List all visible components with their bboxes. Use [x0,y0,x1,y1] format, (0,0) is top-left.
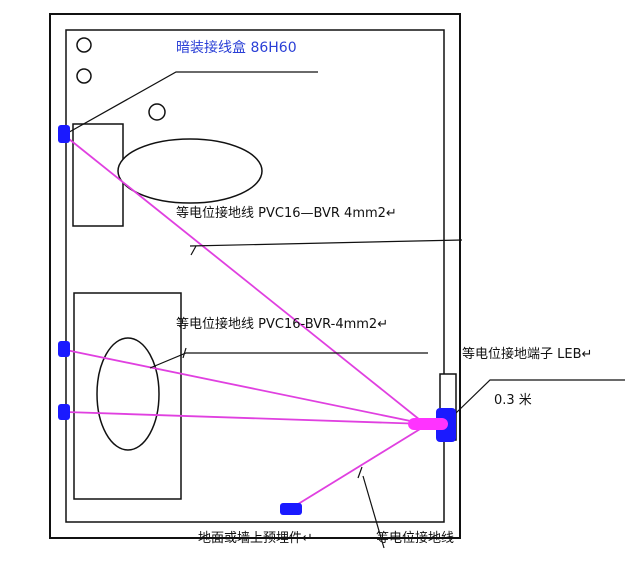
wire-tick-3 [357,466,363,479]
wire-tick-1 [190,245,197,256]
wall-fixture-circle-3 [148,103,166,121]
bathtub-basin [117,138,263,204]
toilet-bowl [96,337,160,451]
wire-floor-embedded [289,425,426,510]
label-embedded-part: 地面或墙上预埋件↵ [198,531,313,546]
embedded-part [280,503,302,515]
room-inner-wall [65,29,445,523]
leader-ground-wire-3 [362,475,385,549]
label-height: 0.3 米 [494,393,532,408]
wire-tick-2 [182,347,187,359]
label-ground-wire-1: 等电位接地线 PVC16—BVR 4mm2↵ [176,205,397,221]
label-ground-wire-2: 等电位接地线 PVC16-BVR-4mm2↵ [176,316,388,332]
label-ground-wire-3: 等电位接地线 [376,530,454,546]
room-outer-wall [49,13,461,539]
leader-ground-wire-2 [149,352,428,369]
leb-terminal-bar [408,418,448,430]
label-junction-box: 暗装接线盒 86H60 [176,39,297,56]
leader-lines [63,71,625,549]
label-terminal: 等电位接地端子 LEB↵ [462,346,592,362]
junction-box-bathtub [58,125,70,143]
wall-fixture-circle-1 [76,37,92,53]
wire-basin-upper [65,349,426,425]
leader-junction-box [63,71,318,136]
leader-ground-wire-1 [189,239,463,247]
wire-bathtub [63,134,426,425]
wire-basin-lower [65,411,426,425]
junction-box-basin-upper [58,341,70,357]
junction-box-basin-lower [58,404,70,420]
leader-height [455,379,625,414]
wall-fixture-circle-2 [76,68,92,84]
grounding-wires [63,134,426,510]
bathtub-end [72,123,124,227]
